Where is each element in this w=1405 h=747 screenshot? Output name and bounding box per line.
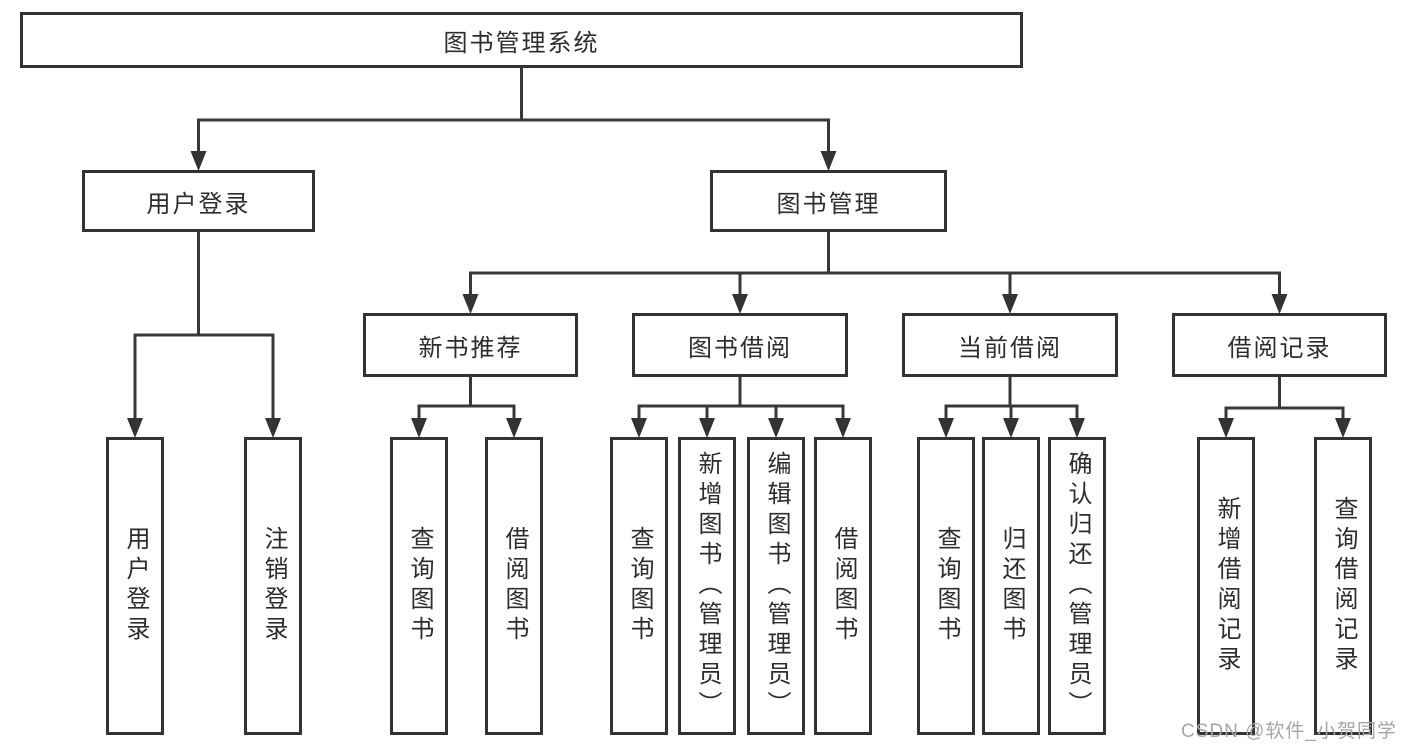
node-book-management: 图书管理 [710,170,947,232]
node-book-borrow-label: 图书借阅 [688,334,792,362]
node-new-book-recommend: 新书推荐 [363,313,578,377]
node-user-login-label: 用户登录 [146,190,251,218]
leaf-current-confirm-return-admin: 确认归还（管理员） [1048,437,1106,735]
leaf-user-login: 用户登录 [106,437,164,735]
leaf-recommend-borrow-books: 借阅图书 [485,437,543,735]
leaf-records-add-record-label: 新增借阅记录 [1213,496,1240,676]
leaf-records-add-record: 新增借阅记录 [1197,437,1255,735]
leaf-current-confirm-return-admin-label: 确认归还（管理员） [1064,451,1091,721]
leaf-borrow-borrow-books-label: 借阅图书 [830,526,857,646]
leaf-borrow-query-books-label: 查询图书 [626,526,653,646]
leaf-logout-label: 注销登录 [260,526,287,646]
watermark: CSDN @软件_小贺同学 [1181,721,1397,742]
leaf-user-login-label: 用户登录 [122,526,149,646]
leaf-recommend-query-books: 查询图书 [390,437,448,735]
node-borrow-records-label: 借阅记录 [1227,334,1332,362]
leaf-recommend-borrow-books-label: 借阅图书 [501,526,528,646]
leaf-current-query-books-label: 查询图书 [933,526,960,646]
leaf-borrow-add-books-admin: 新增图书（管理员） [678,437,736,735]
leaf-recommend-query-books-label: 查询图书 [406,526,433,646]
node-book-borrow: 图书借阅 [632,313,848,377]
leaf-current-return-books-label: 归还图书 [998,526,1025,646]
leaf-borrow-edit-books-admin-label: 编辑图书（管理员） [763,451,790,721]
node-borrow-records: 借阅记录 [1172,313,1387,377]
leaf-logout: 注销登录 [244,437,302,735]
node-current-borrow-label: 当前借阅 [958,334,1062,362]
leaf-borrow-borrow-books: 借阅图书 [814,437,872,735]
node-root: 图书管理系统 [20,12,1023,68]
leaf-borrow-query-books: 查询图书 [610,437,668,735]
leaf-current-query-books: 查询图书 [917,437,975,735]
leaf-records-query-record-label: 查询借阅记录 [1330,496,1357,676]
leaf-current-return-books: 归还图书 [982,437,1040,735]
node-new-book-recommend-label: 新书推荐 [418,334,523,362]
leaf-records-query-record: 查询借阅记录 [1314,437,1372,735]
node-root-label: 图书管理系统 [443,29,600,57]
leaf-borrow-add-books-admin-label: 新增图书（管理员） [694,451,721,721]
node-current-borrow: 当前借阅 [902,313,1118,377]
node-book-management-label: 图书管理 [776,190,881,218]
leaf-borrow-edit-books-admin: 编辑图书（管理员） [747,437,805,735]
node-user-login: 用户登录 [82,170,315,232]
